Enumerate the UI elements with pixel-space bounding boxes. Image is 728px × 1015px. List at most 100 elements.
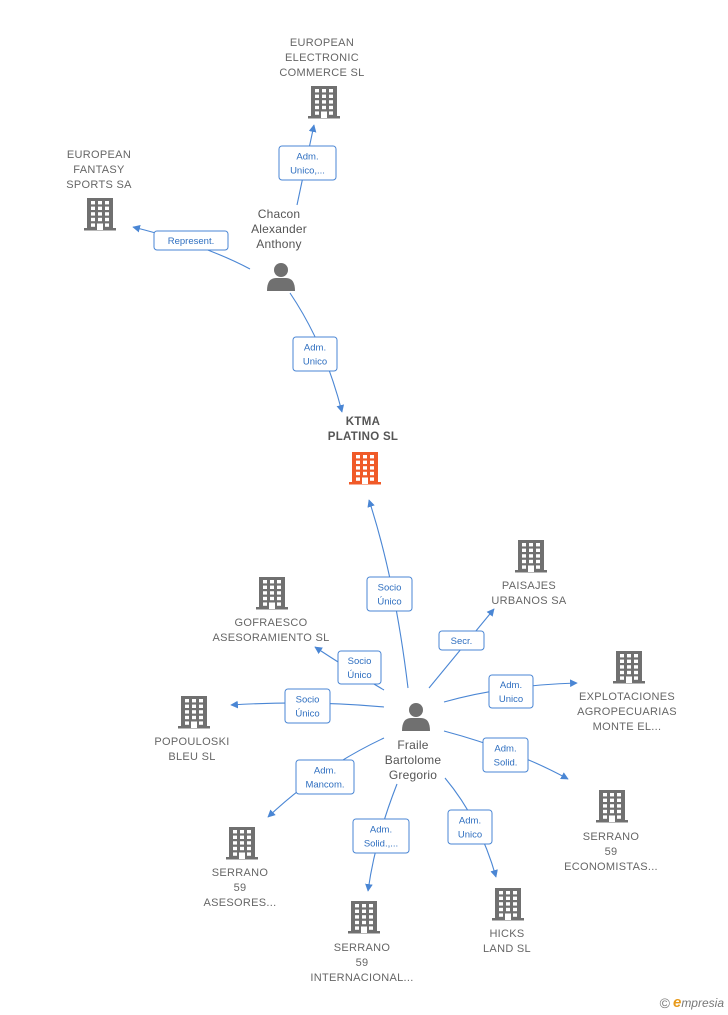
building-icon	[178, 696, 210, 729]
edges-layer: Adm.Unico,...Represent.Adm.UnicoSocioÚni…	[132, 124, 578, 892]
node-label: AGROPECUARIAS	[577, 706, 677, 718]
node-label: INTERNACIONAL...	[310, 972, 413, 984]
edge-label-text: Adm.	[314, 766, 336, 777]
edge-label-text: Socio	[378, 583, 402, 594]
edge-label-box[interactable]	[337, 650, 382, 685]
node-label: ECONOMISTAS...	[564, 861, 658, 873]
edge-label-box[interactable]	[278, 145, 337, 181]
node-label: GOFRAESCO	[235, 617, 308, 629]
building-icon	[308, 86, 340, 119]
edge-label-box[interactable]	[447, 809, 493, 845]
node-label: BLEU SL	[168, 751, 215, 763]
edge-label-box[interactable]	[366, 576, 413, 612]
edge-fraile-to-hicks[interactable]: Adm. Unico	[444, 777, 498, 878]
node-label: SPORTS SA	[66, 179, 132, 191]
edge-chacon-to-ktma[interactable]: Adm.Unico	[289, 292, 345, 413]
company-node-serrano-internacional[interactable]: SERRANO 59INTERNACIONAL...	[310, 901, 413, 984]
edge-chacon-to-european-fantasy[interactable]: Represent.	[132, 224, 251, 270]
edge-label-box[interactable]	[284, 688, 331, 724]
building-icon	[84, 198, 116, 231]
node-label: FANTASY	[73, 164, 125, 176]
node-label: SERRANO	[334, 942, 391, 954]
building-icon	[349, 452, 381, 485]
company-node-european-electronic[interactable]: EUROPEAN ELECTRONIC COMMERCE SL	[279, 37, 364, 119]
edge-fraile-to-paisajes[interactable]: Secr.	[428, 608, 495, 689]
node-label: Chacon	[258, 207, 301, 221]
node-label: SERRANO	[212, 867, 269, 879]
edge-label-box[interactable]	[438, 630, 485, 651]
building-icon	[492, 888, 524, 921]
building-icon	[596, 790, 628, 823]
edge-label-box[interactable]	[153, 230, 229, 251]
node-label: Anthony	[256, 237, 301, 251]
company-node-popouloski[interactable]: POPOULOSKI BLEU SL	[154, 696, 229, 763]
person-icon	[267, 263, 295, 291]
edge-fraile-to-serrano-internacional[interactable]: Adm.Solid.,...	[352, 783, 410, 892]
node-label: 59	[356, 957, 369, 969]
node-label: COMMERCE SL	[279, 67, 364, 79]
nodes-layer: EUROPEAN ELECTRONIC COMMERCE SL EUROPEAN FAN…	[66, 37, 677, 984]
node-label: 59	[234, 882, 247, 894]
edge-label-text: Unico	[499, 694, 523, 705]
node-label: PLATINO SL	[328, 431, 399, 443]
company-node-serrano-economistas[interactable]: SERRANO 59ECONOMISTAS...	[564, 790, 658, 873]
node-label: Fraile	[397, 738, 428, 752]
edge-chacon-to-european-electronic[interactable]: Adm.Unico,...	[278, 124, 337, 206]
edge-label-text: Adm.	[494, 744, 516, 755]
edge-label-text: Único	[347, 670, 371, 681]
building-icon	[613, 651, 645, 684]
edge-fraile-to-serrano-economistas[interactable]: Adm.Solid.	[443, 730, 569, 780]
edge-label-text: Secr.	[451, 636, 473, 647]
empresia-brand: © empresia	[660, 994, 724, 1011]
node-label: EXPLOTACIONES	[579, 691, 675, 703]
node-label: ASESORES...	[204, 897, 277, 909]
edge-label-text: Único	[377, 597, 401, 608]
edge-label-box[interactable]	[292, 336, 338, 372]
edge-label-text: Represent.	[168, 236, 214, 247]
node-label: EUROPEAN	[290, 37, 354, 49]
edge-label-text: Adm.	[370, 825, 392, 836]
building-icon	[256, 577, 288, 610]
edge-label-text: Unico	[458, 830, 482, 841]
node-label: ASESORAMIENTO SL	[212, 632, 329, 644]
company-node-gofraesco[interactable]: GOFRAESCO ASESORAMIENTO SL	[212, 577, 329, 644]
brand-initial: e	[672, 994, 682, 1011]
copyright-icon: ©	[659, 994, 670, 1011]
edge-label-text: Mancom.	[305, 780, 344, 791]
edge-label-box[interactable]	[295, 759, 355, 795]
edge-label-box[interactable]	[352, 818, 410, 854]
edge-fraile-to-explotaciones[interactable]: Adm. Unico	[443, 674, 578, 709]
node-label: PAISAJES	[502, 580, 556, 592]
edge-label-text: Adm.	[304, 343, 326, 354]
node-label: SERRANO	[583, 831, 640, 843]
edge-label-text: Adm.	[500, 680, 522, 691]
company-node-serrano-asesores[interactable]: SERRANO 59ASESORES...	[204, 827, 277, 909]
node-label: Bartolome	[385, 753, 442, 767]
edge-label-text: Socio	[348, 656, 372, 667]
node-label: POPOULOSKI	[154, 736, 229, 748]
edge-label-text: Socio	[296, 695, 320, 706]
edge-label-text: Unico,...	[290, 166, 325, 177]
edge-label-text: Adm.	[459, 816, 481, 827]
node-label: EUROPEAN	[67, 149, 131, 161]
node-label: ELECTRONIC	[285, 52, 359, 64]
building-icon	[515, 540, 547, 573]
edge-label-box[interactable]	[482, 737, 529, 773]
edge-label-box[interactable]	[488, 674, 534, 709]
company-node-european-fantasy[interactable]: EUROPEAN FANTASY SPORTS SA	[66, 149, 132, 231]
node-label: Alexander	[251, 222, 307, 236]
edge-fraile-to-serrano-asesores[interactable]: Adm. Mancom.	[267, 737, 385, 818]
node-label: 59	[605, 846, 618, 858]
person-icon	[402, 703, 430, 731]
edge-label-text: Único	[295, 709, 319, 720]
building-icon	[226, 827, 258, 860]
